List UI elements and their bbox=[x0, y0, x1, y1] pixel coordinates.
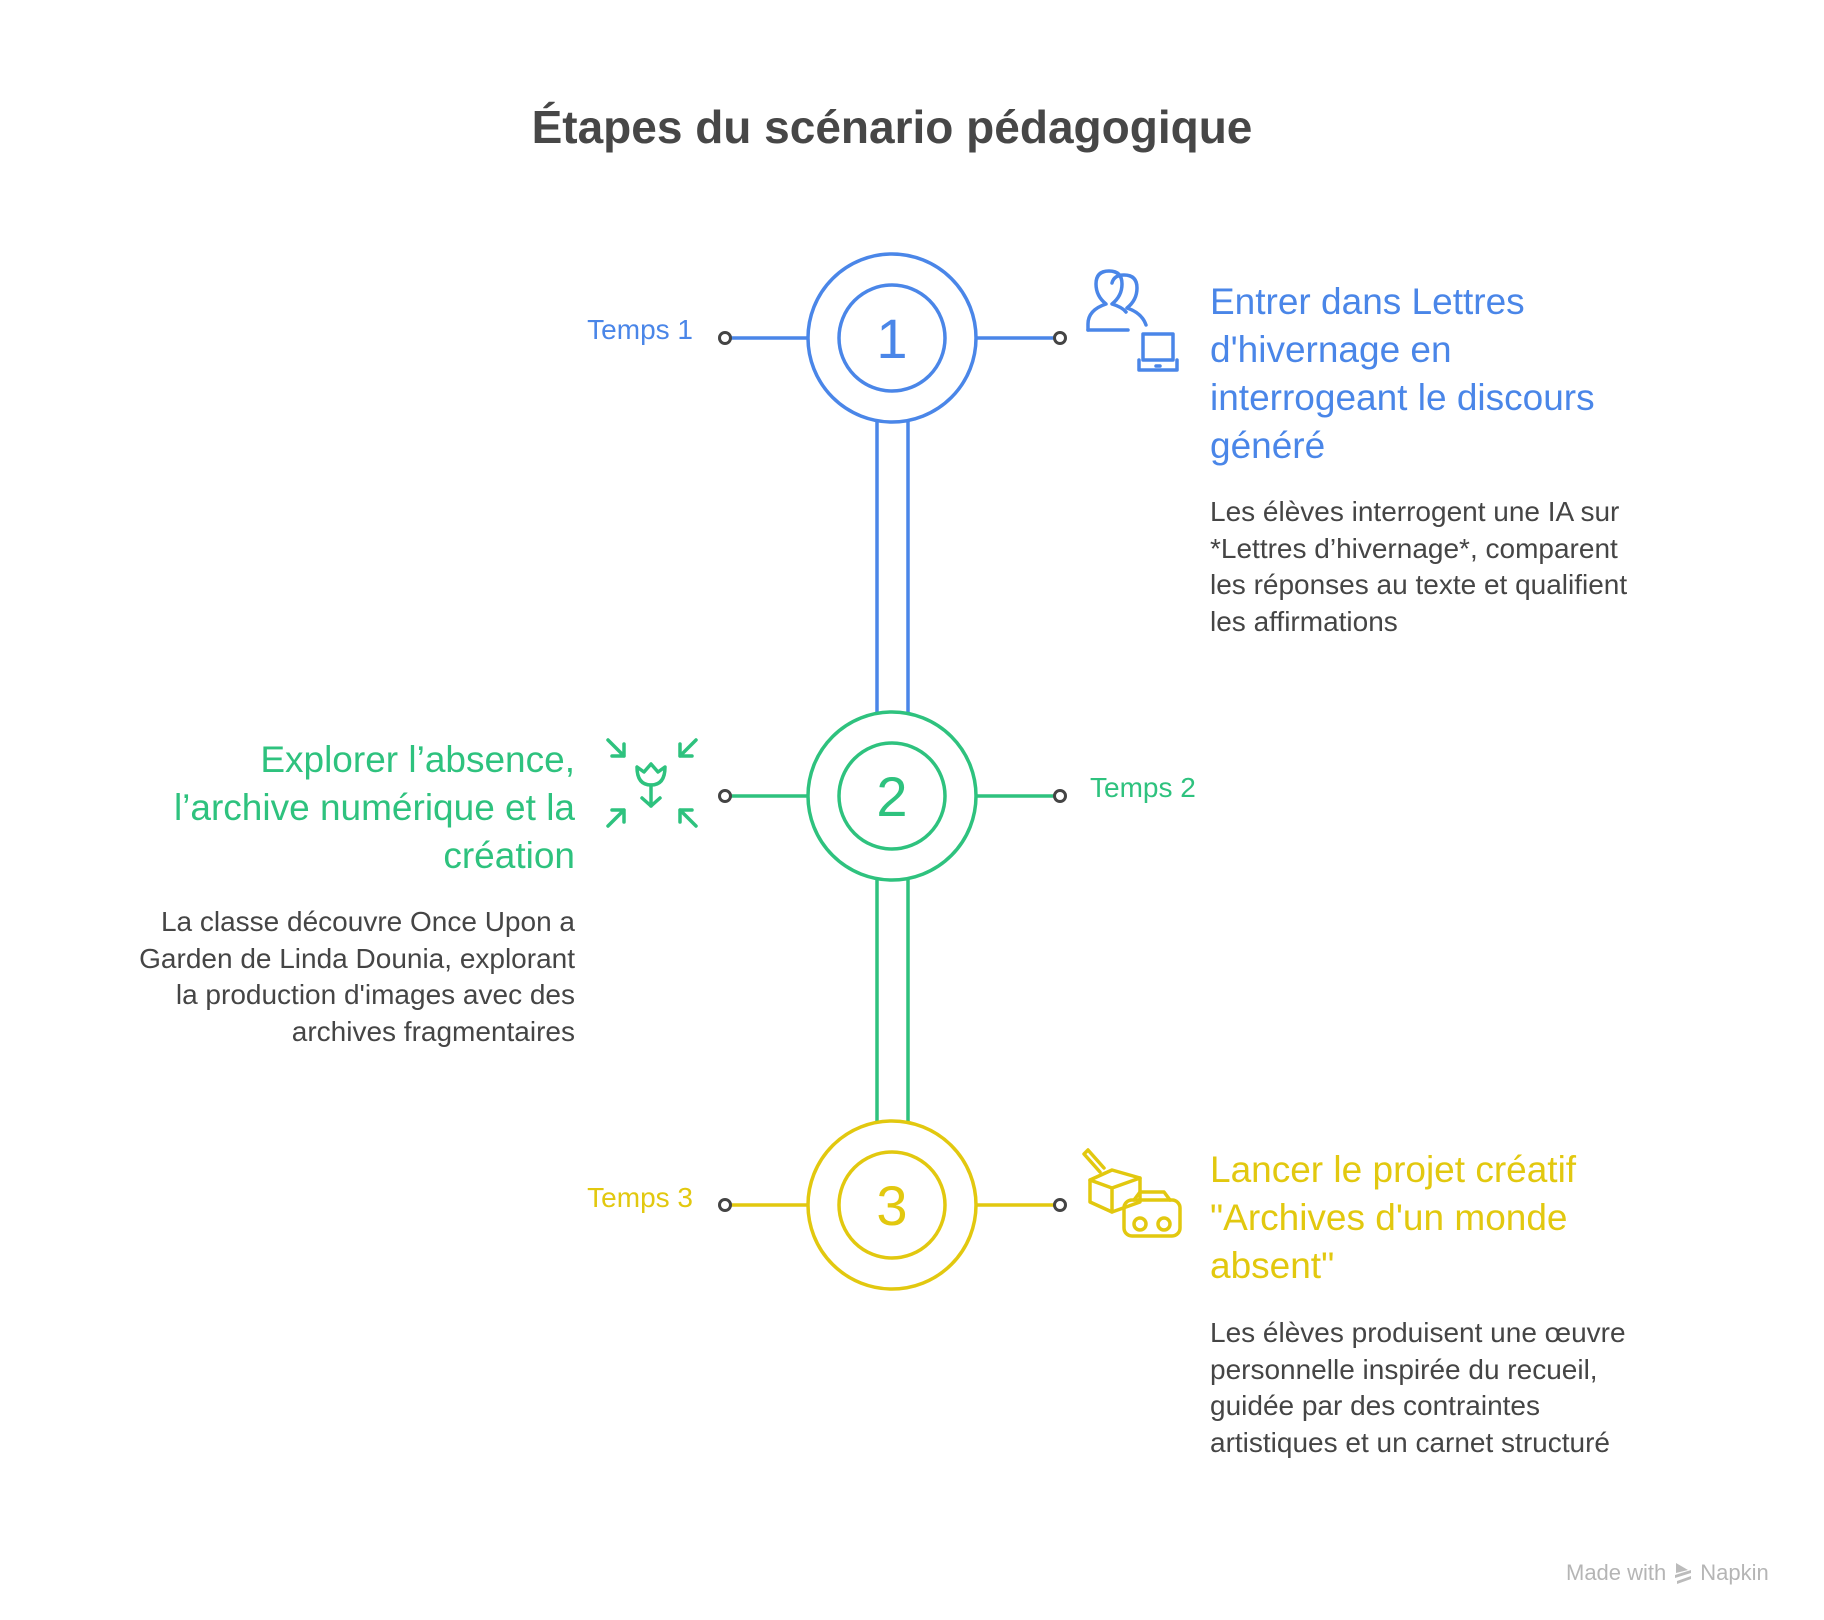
description-line: guidée par des contraintes bbox=[1210, 1390, 1540, 1421]
made-with-napkin-badge[interactable]: Made with Napkin bbox=[1566, 1560, 1769, 1586]
description-line: La classe découvre Once Upon a bbox=[160, 906, 575, 937]
description-line: les affirmations bbox=[1210, 605, 1398, 637]
connector-dot bbox=[1053, 1198, 1067, 1212]
heading-line: Lancer le projet créatif bbox=[1210, 1149, 1577, 1190]
step-2-label: Temps 2 bbox=[1090, 772, 1196, 803]
connector-dot bbox=[1053, 789, 1067, 803]
description-line: les réponses au texte et qualifient bbox=[1210, 569, 1628, 600]
description-line: artistiques et un carnet structuré bbox=[1210, 1426, 1610, 1458]
step-1-description: Les élèves interrogent une IA sur *Lettr… bbox=[1210, 494, 1627, 640]
heading-line: l’archive numérique et la bbox=[173, 787, 575, 828]
step-2-node bbox=[725, 710, 1060, 882]
step-2-description: La classe découvre Once Upon a Garden de… bbox=[60, 904, 575, 1050]
step-1-heading: Entrer dans Lettres d'hivernage en inter… bbox=[1210, 278, 1595, 470]
step-3-node bbox=[725, 1119, 1060, 1291]
description-line: Les élèves produisent une œuvre bbox=[1210, 1317, 1626, 1348]
step-number-3: 3 bbox=[876, 1174, 907, 1237]
heading-line: interrogeant le discours bbox=[1210, 377, 1595, 418]
heading-line: d'hivernage en bbox=[1210, 329, 1452, 370]
heading-line: Entrer dans Lettres bbox=[1210, 281, 1525, 322]
step-3-description: Les élèves produisent une œuvre personne… bbox=[1210, 1315, 1626, 1461]
diagram-title: Étapes du scénario pédagogique bbox=[531, 101, 1253, 153]
connector-dot bbox=[1053, 331, 1067, 345]
users-laptop-icon bbox=[1086, 269, 1179, 372]
step-1-label: Temps 1 bbox=[587, 314, 693, 345]
heading-line: création bbox=[443, 835, 575, 876]
connector-dot bbox=[718, 1198, 732, 1212]
napkin-logo-icon bbox=[1675, 1563, 1692, 1584]
made-with-text: Made with bbox=[1566, 1560, 1667, 1585]
step-3-label: Temps 3 bbox=[587, 1182, 693, 1213]
step-1-node bbox=[725, 252, 1060, 424]
description-line: Garden de Linda Dounia, explorant bbox=[139, 942, 575, 974]
connector-dot bbox=[718, 331, 732, 345]
description-line: archives fragmentaires bbox=[291, 1015, 575, 1047]
heading-line: absent" bbox=[1210, 1245, 1335, 1286]
connector-2-3 bbox=[875, 878, 910, 1123]
description-line: personnelle inspirée du recueil, bbox=[1210, 1353, 1598, 1385]
heading-line: généré bbox=[1210, 425, 1326, 466]
description-line: *Lettres d’hivernage*, comparent bbox=[1210, 532, 1618, 564]
connector-1-2 bbox=[875, 420, 910, 714]
connector-dot bbox=[718, 789, 732, 803]
heading-line: Explorer l’absence, bbox=[260, 739, 575, 780]
napkin-brand-text: Napkin bbox=[1700, 1560, 1769, 1585]
step-number-1: 1 bbox=[876, 307, 907, 370]
flower-arrows-icon bbox=[606, 738, 698, 828]
step-3-heading: Lancer le projet créatif "Archives d'un … bbox=[1210, 1146, 1576, 1290]
box-vr-headset-icon bbox=[1082, 1148, 1182, 1238]
description-line: Les élèves interrogent une IA sur bbox=[1210, 496, 1620, 527]
heading-line: "Archives d'un monde bbox=[1210, 1197, 1568, 1238]
step-number-2: 2 bbox=[876, 765, 907, 828]
description-line: la production d'images avec des bbox=[175, 979, 575, 1010]
step-2-heading: Explorer l’absence, l’archive numérique … bbox=[60, 736, 575, 880]
